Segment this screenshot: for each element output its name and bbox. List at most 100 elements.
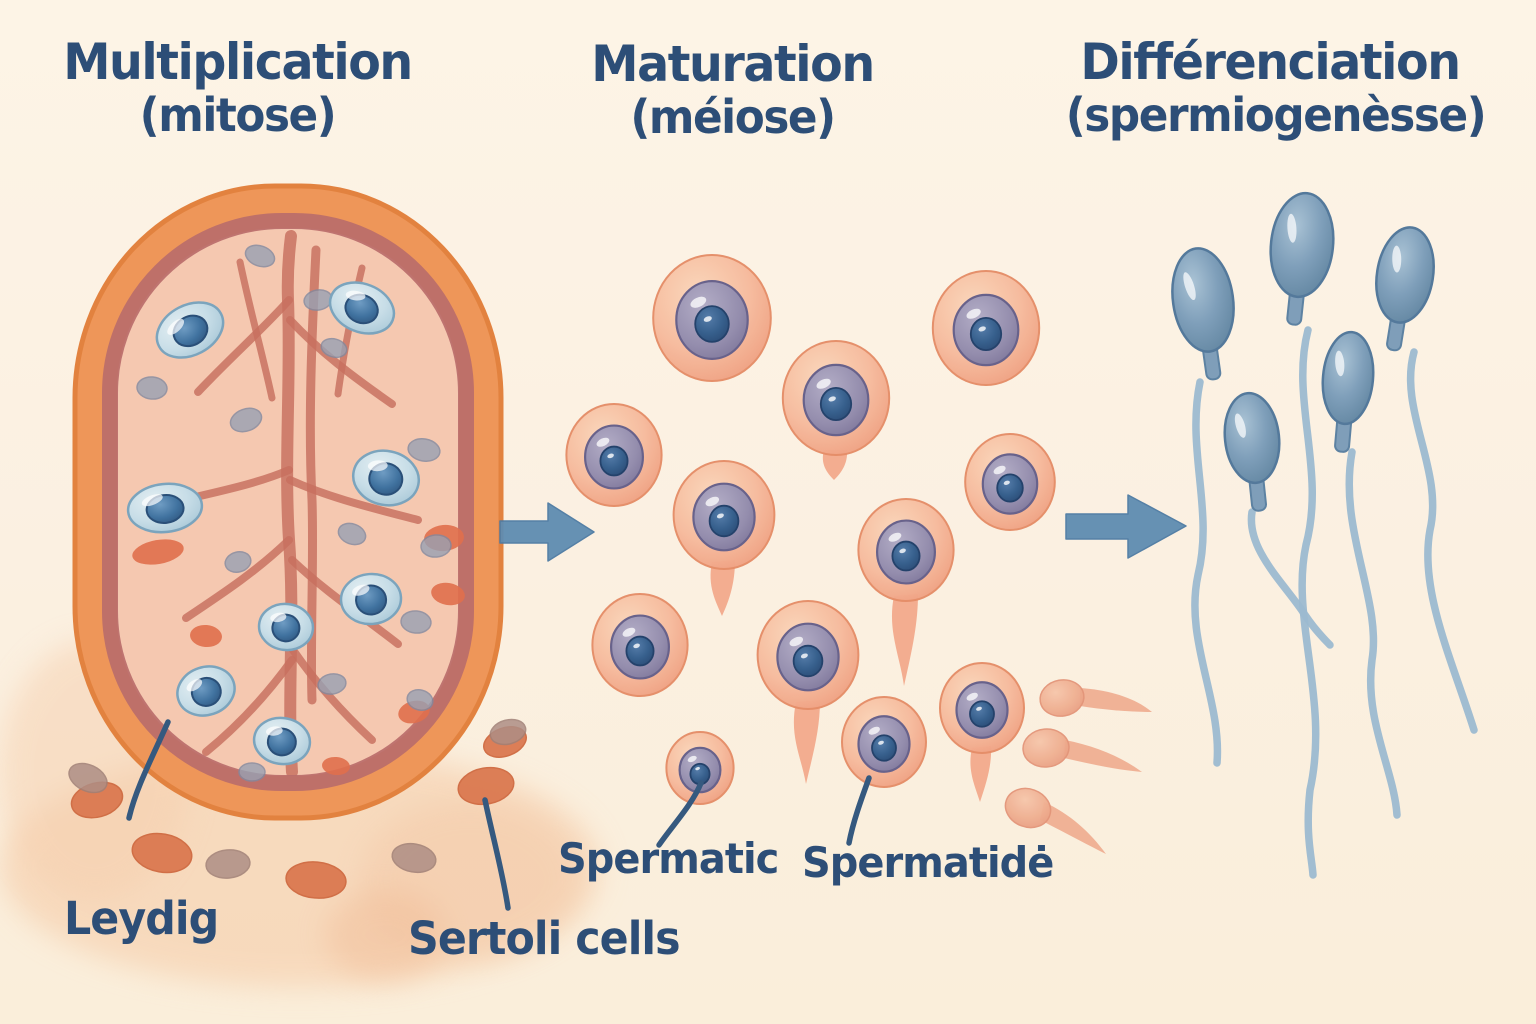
highlight [1183, 272, 1196, 301]
spermatid-tail [1080, 688, 1152, 712]
spermatid-head [1004, 787, 1052, 829]
cell-nucleus [694, 305, 730, 343]
spermatogonium-oval [406, 689, 434, 711]
nucleus-highlight [716, 513, 724, 519]
germ-cell [351, 449, 421, 507]
cell-tail [793, 700, 820, 784]
sperm-tail [1345, 448, 1401, 819]
nucleus-highlight [703, 316, 712, 322]
nucleus-highlight [695, 766, 700, 771]
peritubular-cell [68, 762, 108, 794]
arrow-right-icon [1065, 494, 1187, 559]
germ-cell [328, 281, 396, 335]
spermatocyte-cell [591, 593, 689, 697]
stage-2-process: (méiose) [630, 90, 836, 144]
peritubular-cell [489, 718, 527, 746]
sperm-tail [1191, 378, 1222, 767]
nucleus-highlight [878, 740, 884, 745]
sperm [1171, 247, 1235, 381]
vessel-branch [182, 536, 293, 622]
spermatogonium-oval [317, 673, 347, 695]
spermatogonium-oval [229, 407, 263, 433]
spermatogonium-oval [337, 522, 367, 546]
sperm-tail [1298, 326, 1320, 879]
stage-arrows [499, 494, 1187, 562]
seminiferous-tubule [68, 183, 527, 899]
cell-nucleus [891, 540, 921, 572]
spermatocyte-cell [652, 254, 772, 382]
label-spermatide: Spermatidė [802, 838, 1054, 887]
leydig-cell [285, 861, 347, 899]
spermatocyte-cell [781, 340, 891, 456]
interstitial-blob [322, 756, 350, 776]
label-pointer-line [482, 797, 511, 911]
cell-nucleus [819, 386, 853, 422]
spermatocyte-cell [841, 696, 927, 788]
sperm-tail [1247, 508, 1334, 649]
spermatogonium-oval [224, 551, 252, 573]
stage-2-name: Maturation [591, 35, 875, 93]
cell-nucleus [708, 504, 740, 538]
section-title-differenciation: Différenciation (spermiogenèsse) [1055, 34, 1487, 142]
germ-cell [257, 602, 315, 652]
highlight [352, 584, 370, 596]
sperm-tail [1406, 348, 1478, 734]
highlight [367, 460, 388, 472]
peritubular-cell [391, 842, 437, 874]
label-pointer-line [846, 775, 872, 846]
highlight [789, 636, 804, 647]
germ-cell-nucleus [344, 293, 379, 325]
cell-nucleus [969, 700, 995, 728]
sperm [1269, 191, 1335, 326]
spermatocyte-cell [964, 433, 1056, 531]
cell-tail [822, 450, 848, 480]
peritubular-cell [205, 849, 251, 879]
spermatid-head [1039, 679, 1085, 717]
nucleus-highlight [976, 706, 982, 711]
highlight [1234, 413, 1246, 438]
highlight [816, 378, 831, 389]
cell-tail [710, 560, 735, 616]
sperm-head [1223, 391, 1281, 485]
highlight [690, 296, 707, 308]
leydig-cell [131, 832, 193, 874]
spermatocyte-cell [939, 662, 1025, 754]
stage-1-name: Multiplication [63, 33, 413, 91]
leydig-cell [457, 766, 515, 806]
sperm-head [1171, 247, 1235, 353]
label-leydig-cells: Leydig [64, 892, 219, 945]
highlight [966, 692, 978, 701]
pointer-lines [126, 719, 872, 911]
highlight [622, 627, 636, 637]
nucleus-highlight [828, 396, 836, 402]
spermatocyte-cell [565, 403, 663, 507]
cell-nucleus [792, 644, 824, 678]
spermatocyte-cell [672, 460, 776, 570]
germ-cell [176, 665, 236, 717]
vessel-branch [194, 296, 293, 396]
sperm-head [1321, 330, 1375, 426]
spermatogonium-oval [420, 534, 452, 558]
vessel-branch [286, 316, 396, 408]
spermatocyte-cell [756, 600, 860, 710]
interstitial-blob [132, 539, 184, 565]
sperm-head [1269, 191, 1335, 299]
background-wash [325, 890, 445, 980]
early-spermatids [1004, 679, 1152, 854]
spermatogonium-oval [407, 438, 441, 462]
highlight [1392, 245, 1402, 273]
label-pointer-line [126, 719, 171, 821]
highlight [141, 494, 163, 507]
highlight [186, 678, 203, 692]
highlight [270, 612, 287, 623]
label-sertoli-cells: Sertoli cells [408, 912, 681, 965]
cell-tail [970, 746, 992, 802]
highlight [966, 308, 981, 319]
arrow-right-icon [499, 502, 595, 562]
vessel-branch [289, 646, 376, 744]
cell-nucleus [599, 445, 629, 477]
germ-cell [155, 301, 225, 359]
spermatid-tail [1064, 740, 1142, 772]
stage-3-process: (spermiogenèsse) [1065, 88, 1487, 142]
